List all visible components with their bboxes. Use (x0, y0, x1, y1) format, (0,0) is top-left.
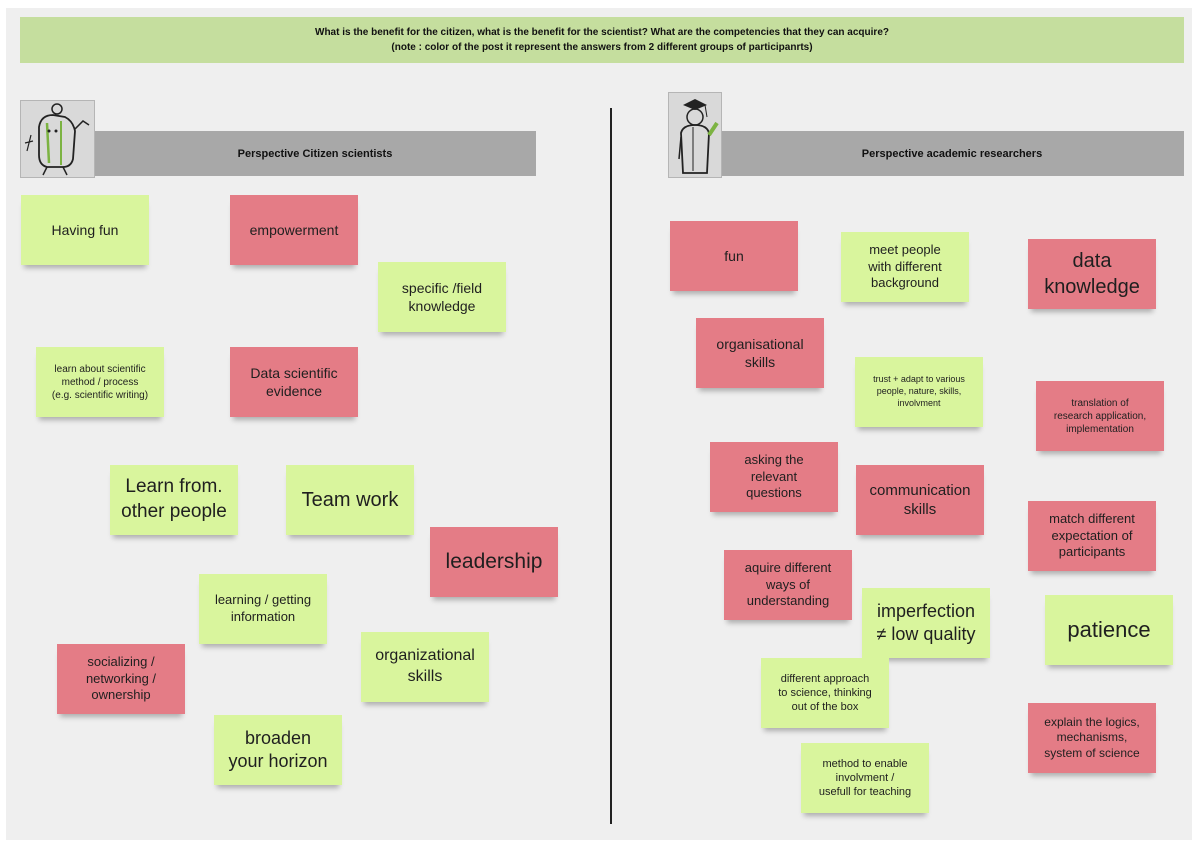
column-divider (610, 108, 612, 824)
sticky-note[interactable]: specific /field knowledge (378, 262, 506, 332)
sticky-note[interactable]: asking the relevant questions (710, 442, 838, 512)
sticky-note[interactable]: socializing / networking / ownership (57, 644, 185, 714)
sticky-note[interactable]: method to enable involvment / usefull fo… (801, 743, 929, 813)
sticky-note[interactable]: Team work (286, 465, 414, 535)
citizen-scientist-sketch (20, 100, 95, 178)
sticky-note[interactable]: match different expectation of participa… (1028, 501, 1156, 571)
sticky-note[interactable]: organizational skills (361, 632, 489, 702)
sticky-note[interactable]: meet people with different background (841, 232, 969, 302)
question-note: (note : color of the post it represent t… (391, 42, 813, 53)
researcher-title: Perspective academic researchers (861, 147, 1043, 160)
sticky-note[interactable]: patience (1045, 595, 1173, 665)
sticky-note[interactable]: Having fun (21, 195, 149, 265)
sticky-note[interactable]: Data scientific evidence (230, 347, 358, 417)
question-header: What is the benefit for the citizen, wha… (20, 17, 1184, 63)
citizen-title-band: Perspective Citizen scientists (94, 131, 536, 176)
sticky-note[interactable]: trust + adapt to various people, nature,… (855, 357, 983, 427)
sticky-note[interactable]: translation of research application, imp… (1036, 381, 1164, 451)
sticky-note[interactable]: explain the logics, mechanisms, system o… (1028, 703, 1156, 773)
academic-researcher-sketch (668, 92, 722, 178)
sticky-note[interactable]: aquire different ways of understanding (724, 550, 852, 620)
sticky-note[interactable]: fun (670, 221, 798, 291)
sticky-note[interactable]: communication skills (856, 465, 984, 535)
sticky-note[interactable]: organisational skills (696, 318, 824, 388)
sticky-note[interactable]: different approach to science, thinking … (761, 658, 889, 728)
sticky-note[interactable]: data knowledge (1028, 239, 1156, 309)
sticky-note[interactable]: learn about scientific method / process … (36, 347, 164, 417)
sticky-note[interactable]: broaden your horizon (214, 715, 342, 785)
sticky-note[interactable]: Learn from. other people (110, 465, 238, 535)
citizen-title: Perspective Citizen scientists (237, 147, 393, 160)
question-line: What is the benefit for the citizen, wha… (315, 27, 889, 38)
sticky-note[interactable]: empowerment (230, 195, 358, 265)
sticky-note[interactable]: leadership (430, 527, 558, 597)
sticky-note[interactable]: learning / getting information (199, 574, 327, 644)
sticky-note[interactable]: imperfection ≠ low quality (862, 588, 990, 658)
researcher-title-band: Perspective academic researchers (720, 131, 1184, 176)
